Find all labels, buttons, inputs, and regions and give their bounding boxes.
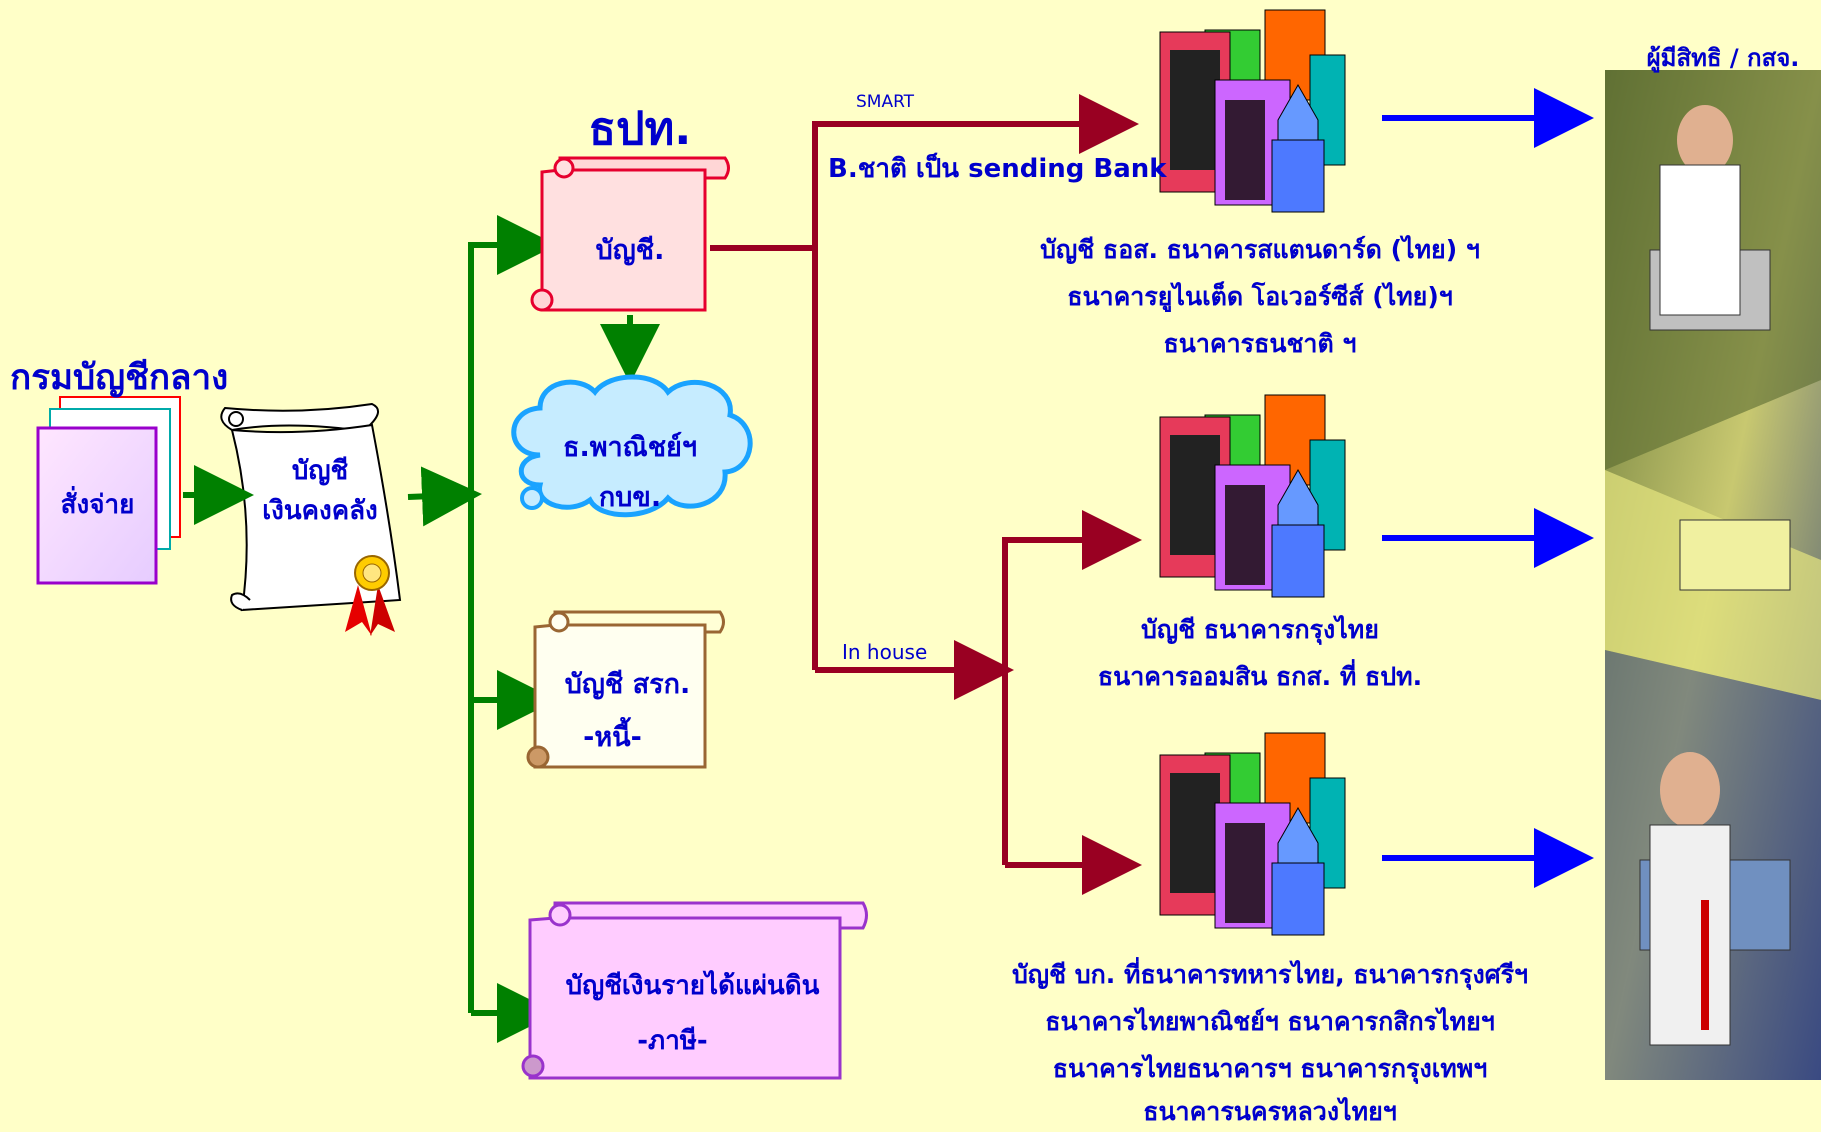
bank-buildings-icon-2 [1159, 394, 1346, 598]
commercial-bank-cloud-icon [511, 374, 753, 518]
red-routing-arrows [710, 94, 1142, 895]
bank-group3-line1: บัญชี บก. ที่ธนาคารทหารไทย, ธนาคารกรุงศร… [1011, 960, 1529, 989]
comptroller-title: กรมบัญชีกลาง [10, 358, 229, 398]
blue-delivery-arrows [1382, 88, 1594, 888]
bank-group1-line2: ธนาคารยูไนเต็ด โอเวอร์ซีส์ (ไทย)ฯ [1067, 282, 1453, 311]
bank-group1-line3: ธนาคารธนชาติ ฯ [1163, 329, 1357, 358]
bank-group2-line2: ธนาคารออมสิน ธกส. ที่ ธปท. [1097, 662, 1423, 691]
bot-title: ธปท. [588, 102, 692, 155]
bank-group3-line4: ธนาคารนครหลวงไทยฯ [1143, 1097, 1397, 1126]
bank-group1-line1: บัญชี ธอส. ธนาคารสแตนดาร์ด (ไทย) ฯ [1040, 235, 1480, 264]
bank-buildings-icon-3 [1159, 732, 1346, 936]
srk-label-line1: บัญชี สรก. [564, 669, 691, 700]
bank-group2-line1: บัญชี ธนาคารกรุงไทย [1141, 615, 1379, 644]
srk-label-line2: -หนี้- [583, 722, 642, 753]
bot-account-scroll-icon [530, 156, 730, 312]
bank-buildings-icon-1 [1159, 9, 1346, 213]
treasury-label-line2: เงินคงคลัง [262, 496, 378, 526]
document-stack-icon [36, 396, 181, 585]
revenue-scroll-icon [521, 901, 868, 1080]
bot-account-label: บัญชี. [595, 235, 665, 266]
bank-group3-line2: ธนาคารไทยพาณิชย์ฯ ธนาคารกสิกรไทยฯ [1045, 1007, 1495, 1036]
recipient-title: ผู้มีสิทธิ / กสจ. [1646, 44, 1800, 72]
cloud-label-line2: กบข. [598, 482, 662, 513]
sending-bank-label: B.ชาติ เป็น sending Bank [828, 154, 1167, 184]
in-house-channel-label: In house [842, 640, 928, 664]
srk-scroll-icon [526, 610, 725, 769]
green-flow-arrows [183, 215, 660, 1043]
award-ribbon-icon [345, 555, 395, 636]
cloud-label-line1: ธ.พาณิชย์ฯ [562, 432, 698, 463]
order-label: สั่งจ่าย [60, 490, 135, 520]
revenue-label-line2: -ภาษี- [637, 1026, 708, 1056]
revenue-label-line1: บัญชีเงินรายได้แผ่นดิน [565, 971, 820, 1001]
office-workers-image [1605, 70, 1821, 1080]
smart-channel-label: SMART [856, 92, 915, 112]
treasury-label-line1: บัญชี [291, 456, 349, 486]
bank-group3-line3: ธนาคารไทยธนาคารฯ ธนาคารกรุงเทพฯ [1052, 1054, 1488, 1083]
